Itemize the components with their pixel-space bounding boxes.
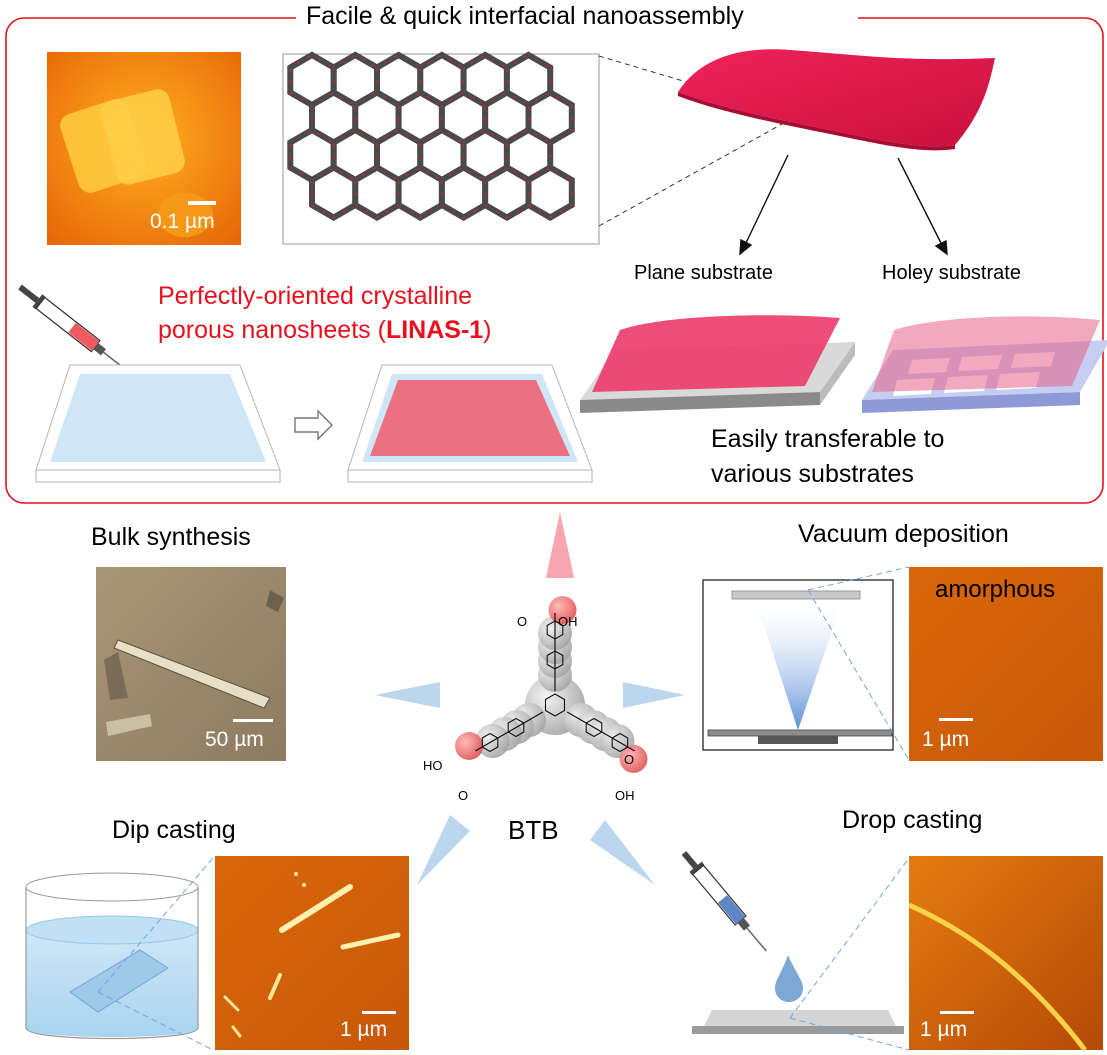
benzene-ring xyxy=(546,620,564,640)
carboxyl-right-oh-label: OH xyxy=(615,788,635,803)
carboxyl-top-o-label: O xyxy=(517,614,528,629)
process-arrow xyxy=(294,409,333,441)
product-name: LINAS-1 xyxy=(385,316,484,344)
product-line2-prefix: porous nanosheets ( xyxy=(158,316,386,344)
dip-scale-label: 1 µm xyxy=(340,1018,388,1041)
carboxyl-atom xyxy=(455,732,484,760)
zoom-line-bottom xyxy=(598,99,826,227)
product-line2-suffix: ) xyxy=(483,316,492,344)
drop-casting-label: Drop casting xyxy=(842,806,983,834)
vacuum-chamber xyxy=(702,566,910,761)
syringe-top xyxy=(18,284,131,374)
dip-casting-label: Dip casting xyxy=(112,816,236,844)
framework-pore xyxy=(352,164,402,221)
afm-dip-image xyxy=(215,856,409,1050)
central-ring xyxy=(544,693,566,717)
benzene-ring xyxy=(546,650,564,670)
benzene-ring xyxy=(611,732,629,753)
carboxyl-left-ho-label: HO xyxy=(423,758,443,773)
vacuum-deposition-label: Vacuum deposition xyxy=(798,520,1009,548)
framework-oxygen xyxy=(527,166,573,219)
benzene-ring xyxy=(585,717,603,738)
afm-scale-label: 0.1 µm xyxy=(150,210,215,233)
top-panel-title: Facile & quick interfacial nanoassembly xyxy=(306,2,744,30)
product-description-line1: Perfectly-oriented crystalline xyxy=(158,282,473,310)
pointer-triangles xyxy=(375,512,685,885)
carboxyl-top-oh-label: OH xyxy=(558,614,578,629)
framework-pore xyxy=(482,164,532,221)
btb-label: BTB xyxy=(508,815,559,845)
framework-pore xyxy=(309,164,359,221)
carboxyl-left-o-label: O xyxy=(458,788,469,803)
water-trough xyxy=(35,364,281,483)
vacuum-scale-label: 1 µm xyxy=(922,728,970,751)
amorphous-label: amorphous xyxy=(935,576,1056,603)
drop-substrate xyxy=(692,857,910,1051)
plane-substrate xyxy=(580,315,855,413)
bulk-crystal-image xyxy=(96,567,286,761)
plane-substrate-label: Plane substrate xyxy=(634,262,773,284)
bulk-synthesis-label: Bulk synthesis xyxy=(91,523,251,551)
btb-molecule xyxy=(455,596,648,773)
transfer-note-line2: various substrates xyxy=(711,460,914,488)
product-description-line2: porous nanosheets (LINAS-1) xyxy=(158,316,492,345)
carboxyl-atom xyxy=(619,744,648,773)
bulk-scale-label: 50 µm xyxy=(205,728,264,751)
framework-pore xyxy=(438,164,489,221)
bond-line xyxy=(475,711,544,752)
bond-line xyxy=(566,711,635,752)
title-backdrop xyxy=(296,8,858,30)
holey-substrate-label: Holey substrate xyxy=(882,262,1021,284)
droplet-bottom xyxy=(775,955,803,1002)
wavy-nanosheet xyxy=(678,49,995,147)
syringe-bottom xyxy=(681,851,767,952)
afm-drop-image xyxy=(907,856,1103,1052)
zoom-line-top xyxy=(598,55,701,87)
transfer-arrows xyxy=(739,154,948,256)
dip-casting-beaker xyxy=(25,857,214,1051)
afm-amorphous-image xyxy=(909,567,1103,761)
benzene-ring xyxy=(481,732,499,753)
drop-scale-label: 1 µm xyxy=(920,1018,968,1041)
afm-nanosheet-image xyxy=(47,52,241,245)
hexagonal-framework xyxy=(282,51,600,245)
nanosheet-trough xyxy=(347,364,593,483)
framework-pore xyxy=(395,164,445,221)
benzene-ring xyxy=(507,717,525,738)
holey-substrate xyxy=(862,316,1107,413)
framework-pore xyxy=(525,164,575,221)
transfer-note-line1: Easily transferable to xyxy=(711,425,945,453)
carboxyl-right-o-label: O xyxy=(624,752,635,767)
